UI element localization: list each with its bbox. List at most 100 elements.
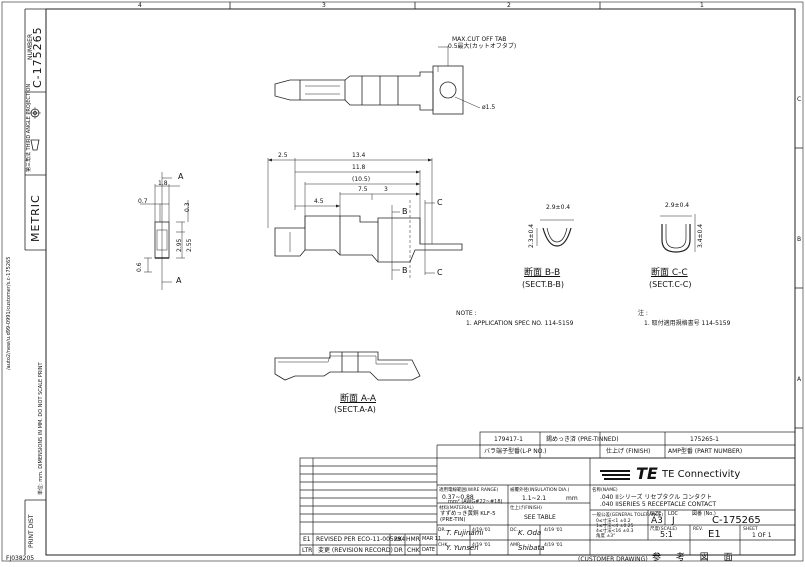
section-mark-c-bottom: C — [437, 268, 443, 277]
metric-label: METRIC — [29, 194, 42, 242]
loc-value: J — [672, 516, 675, 526]
name-en: .040 IISERIES 5 RECEPTACLE CONTACT — [600, 501, 717, 508]
section-mark-a-top: A — [178, 172, 184, 181]
lp-part-number: 179417-1 — [494, 436, 523, 443]
note-title-jp: 注 : — [638, 310, 648, 317]
zone-label-4: 4 — [138, 2, 142, 9]
note-title-en: NOTE : — [456, 310, 477, 317]
tolerance-line-4: 角度 ±3° — [596, 534, 616, 539]
dimensions-note: 単位: mm. DIMENSIONS IN MM. DO NOT SCALE P… — [38, 362, 44, 495]
dim-7-5: 7.5 — [358, 186, 368, 193]
section-bb-caption: (SECT.B-B) — [522, 280, 565, 289]
tolerance-label: 一般公差(GENERAL TOLERANCE) — [592, 513, 664, 518]
dc-signature: K. Oda — [518, 529, 542, 537]
section-aa-label: 断面 A-A — [340, 394, 377, 404]
sheet-label: SHEET — [743, 527, 758, 532]
revision-description: REVISED PER ECO-11-005294 — [316, 536, 406, 543]
amp-part-number: 175265-1 — [690, 436, 719, 443]
zone-label-2: 2 — [507, 2, 511, 9]
section-mark-c-top: C — [437, 198, 443, 207]
dim-13-4: 13.4 — [352, 152, 366, 159]
name-jp: .040 IIシリーズ リセプタクル コンタクト — [600, 494, 713, 501]
wire-range-label: 適用電線範囲(WIRE RANGE) — [439, 488, 499, 493]
insulation-label: 被覆外径(INSULATION DIA.) — [510, 488, 570, 493]
rev-label: REV. — [693, 527, 703, 532]
wire-range-value: 0.37~0.88 — [442, 494, 474, 501]
reference-drawing-jp: 参 考 図 面 — [652, 553, 739, 563]
amp-signature: Shibata — [518, 544, 545, 552]
hdr-ltr: LTR — [302, 547, 313, 554]
dim-10-5: (10.5) — [352, 176, 371, 183]
material-sub: (PRE-TIN) — [440, 517, 466, 523]
dim-0-6: 0.6 — [136, 262, 143, 272]
dim-2-95: 2.95 — [176, 238, 183, 252]
note-item-en: 1. APPLICATION SPEC NO. 114-5159 — [466, 320, 574, 327]
tolerance-line-2: 1≤寸法<4 ±0.25 — [596, 524, 634, 529]
loc-label: LOC — [668, 511, 679, 517]
rev-checked-by: HMR — [406, 536, 420, 543]
zone-label-b: B — [797, 236, 802, 243]
customer-drawing-label: (CUSTOMER DRAWING) — [578, 556, 648, 563]
chk-label: CHK. — [438, 543, 449, 548]
sheet-value: 1 OF 1 — [752, 532, 772, 539]
zone-label-3: 3 — [322, 2, 326, 9]
section-mark-b-top: B — [402, 207, 408, 216]
dim-11-8: 11.8 — [352, 164, 366, 171]
section-mark-a-bottom: A — [176, 276, 182, 285]
te-arrow-icon — [600, 470, 630, 480]
cutoff-tab-note: MAX.CUT OFF TAB — [452, 36, 507, 43]
size-value: A3 — [651, 516, 663, 526]
scale-value: 5:1 — [660, 530, 673, 539]
company-name: TE Connectivity — [662, 469, 741, 480]
cutoff-tab-note-jp: 0.5最大(カットオフタブ) — [448, 43, 517, 50]
rev-value: E1 — [708, 529, 721, 540]
drawing-number-vertical: C-175265 — [31, 26, 44, 88]
tolerance-line-3: 4≤寸法<16 ±0.3 — [596, 529, 634, 534]
dr-signature: T. Fujinami — [446, 529, 484, 537]
chk-signature: Y. Yunsen — [446, 544, 479, 552]
chk-date: 4/19 '01 — [472, 543, 491, 548]
bb-width-dim: 2.9±0.4 — [546, 204, 571, 211]
tolerance-line-1: 0≤寸法<1 ±0.2 — [596, 519, 631, 524]
part-number-header: AMP型番 (PART NUMBER) — [668, 448, 743, 455]
name-label: 名称(NAME) — [592, 488, 618, 493]
dim-0-7: 0.7 — [138, 198, 148, 205]
rev-date: MAR 11 — [422, 536, 442, 542]
hdr-dr: DR — [394, 547, 403, 554]
file-path: /auto2/new/u.d99-0991/customer/s.c-17526… — [6, 256, 12, 370]
hole-diameter: ø1.5 — [482, 104, 496, 111]
rev-drawn-by: RK — [394, 536, 403, 543]
cc-height-dim: 3.4±0.4 — [697, 223, 704, 248]
dwg-no-label: 図番 (No.) — [692, 511, 716, 517]
material-label: 材料(MATERIAL) — [439, 506, 474, 511]
note-item-jp: 1. 取付適用規格書号 114-5159 — [644, 320, 731, 327]
scale-label: 尺度(SCALE) — [650, 527, 677, 532]
dim-4-5: 4.5 — [314, 198, 324, 205]
dc-label: DC. — [510, 528, 519, 533]
size-label: SIZE — [650, 511, 662, 517]
dim-0-3: 0.3 — [184, 202, 191, 212]
dim-2-5: 2.5 — [278, 152, 288, 159]
zone-label-1: 1 — [700, 2, 704, 9]
section-cc-caption: (SECT.C-C) — [649, 280, 692, 289]
finish-pretinned: 錫めっき済 (PRE-TINNED) — [546, 436, 619, 443]
section-mark-b-bottom: B — [402, 266, 408, 275]
amp-date: 4/19 '01 — [544, 543, 563, 548]
finish-header: 仕上げ (FINISH) — [606, 448, 651, 455]
amp-label: AMP. — [510, 543, 521, 548]
zone-label-c: C — [797, 96, 802, 103]
print-dist-label: PRINT DIST — [28, 514, 35, 548]
dr-label: DR. — [438, 528, 446, 533]
insulation-unit: mm — [566, 495, 578, 502]
bb-height-dim: 2.3±0.4 — [528, 223, 535, 248]
material-value: すずめっき黄銅 KLF-5 — [440, 511, 496, 517]
dc-date: 4/19 '01 — [544, 528, 563, 533]
lp-no-header: バラ端子型番(L-P NO.) — [484, 448, 547, 455]
projection-caption: 第三角法 THIRD ANGLE PROJECTION — [26, 83, 32, 172]
section-aa-caption: (SECT.A-A) — [334, 405, 376, 414]
te-logo: TE TE Connectivity — [600, 466, 790, 484]
hdr-date: DATE — [422, 547, 436, 553]
wire-range-awg: mm² (AWG#22~#18) — [448, 499, 503, 505]
dim-1-8: 1.8 — [158, 180, 168, 187]
